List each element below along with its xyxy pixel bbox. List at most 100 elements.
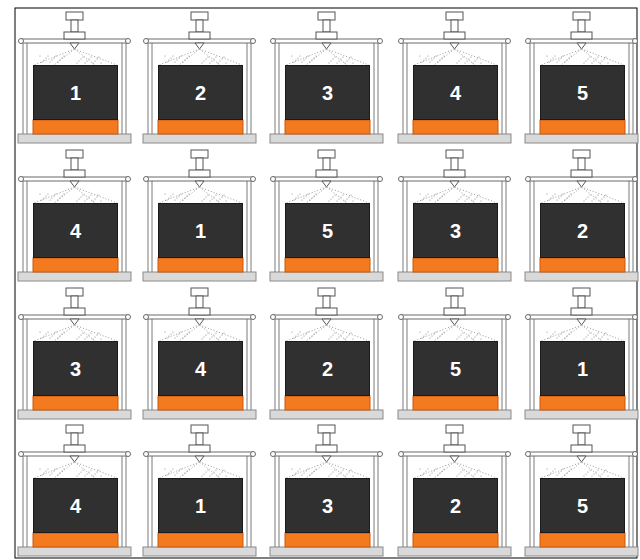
spray-droplet	[295, 335, 296, 336]
bar-end	[399, 315, 404, 320]
nozzle-cap	[66, 425, 83, 433]
spray-droplet	[45, 470, 46, 471]
spray-droplet	[478, 469, 479, 470]
spray-droplet	[556, 337, 557, 338]
spray-droplet	[41, 199, 42, 200]
nozzle-cap	[66, 288, 83, 296]
spray-droplet	[186, 333, 187, 334]
soil-box: 4	[33, 478, 118, 533]
spray-droplet	[57, 474, 58, 475]
spray-droplet	[328, 200, 329, 201]
frame-post	[251, 178, 252, 272]
spray-droplet	[203, 336, 204, 337]
frame-post	[23, 316, 24, 410]
nozzle-tip	[322, 43, 331, 49]
spray-droplet	[86, 336, 87, 337]
spray-droplet	[589, 332, 590, 333]
spray-droplet	[211, 473, 212, 474]
spray-droplet	[172, 55, 173, 56]
frame-post	[279, 178, 280, 272]
nozzle-block	[316, 32, 337, 39]
nozzle-block	[571, 170, 592, 177]
spray-droplet	[188, 193, 189, 194]
spray-droplet	[552, 195, 553, 196]
nozzle-cap	[318, 12, 335, 20]
spray-droplet	[184, 59, 185, 60]
spray-droplet	[425, 195, 426, 196]
spray-droplet	[421, 474, 422, 475]
orange-base	[158, 396, 243, 410]
spray-droplet	[92, 200, 93, 201]
spray-droplet	[460, 58, 461, 59]
spray-droplet	[458, 60, 459, 61]
nozzle-stem	[71, 433, 78, 445]
spray-droplet	[291, 468, 292, 469]
box-number: 1	[195, 496, 206, 516]
base-plate	[18, 547, 131, 556]
spray-droplet	[472, 475, 473, 476]
soil-box: 5	[540, 65, 625, 120]
nozzle-stem	[71, 158, 78, 170]
spray-droplet	[599, 475, 600, 476]
spray-droplet	[53, 195, 54, 196]
spray-droplet	[94, 473, 95, 474]
spray-droplet	[217, 475, 218, 476]
spray-droplet	[176, 472, 177, 473]
nozzle-cap	[446, 288, 463, 296]
spray-droplet	[55, 55, 56, 56]
spray-droplet	[462, 332, 463, 333]
spray-droplet	[466, 60, 467, 61]
spray-droplet	[476, 471, 477, 472]
spray-droplet	[43, 197, 44, 198]
spray-droplet	[188, 468, 189, 469]
spray-pattern	[414, 187, 497, 203]
spray-droplet	[299, 468, 300, 469]
spray-droplet	[164, 331, 165, 332]
spray-droplet	[587, 334, 588, 335]
nozzle-block	[316, 170, 337, 177]
spray-droplet	[217, 200, 218, 201]
frame-top-bar	[273, 39, 380, 43]
orange-base	[413, 396, 498, 410]
spray-droplet	[80, 471, 81, 472]
frame-top-bar	[401, 315, 508, 319]
spray-droplet	[203, 60, 204, 61]
base-plate	[525, 547, 638, 556]
spray-droplet	[47, 468, 48, 469]
spray-droplet	[564, 337, 565, 338]
spray-droplet	[207, 194, 208, 195]
spray-droplet	[607, 200, 608, 201]
spray-droplet	[303, 197, 304, 198]
spray-droplet	[223, 56, 224, 57]
spray-droplet	[346, 473, 347, 474]
spray-droplet	[468, 471, 469, 472]
frame-post	[374, 453, 375, 547]
spray-pattern	[414, 462, 497, 478]
spray-droplet	[338, 198, 339, 199]
spray-droplet	[164, 468, 165, 469]
box-number: 4	[70, 221, 81, 241]
frame-top-bar	[21, 39, 128, 43]
frame-post	[152, 316, 153, 410]
spray-droplet	[61, 57, 62, 58]
spray-droplet	[554, 468, 555, 469]
nozzle-tip	[450, 181, 459, 187]
spray-droplet	[174, 474, 175, 475]
spray-droplet	[340, 196, 341, 197]
spray-droplet	[205, 58, 206, 59]
spray-droplet	[94, 60, 95, 61]
spray-droplet	[182, 337, 183, 338]
sprinkler-apparatus	[18, 425, 131, 556]
spray-droplet	[61, 333, 62, 334]
spray-droplet	[435, 55, 436, 56]
spray-pattern	[541, 49, 624, 65]
spray-droplet	[309, 199, 310, 200]
spray-droplet	[78, 336, 79, 337]
spray-droplet	[76, 200, 77, 201]
spray-droplet	[554, 55, 555, 56]
spray-droplet	[299, 193, 300, 194]
spray-droplet	[88, 471, 89, 472]
spray-droplet	[176, 59, 177, 60]
spray-droplet	[301, 61, 302, 62]
bar-end	[126, 315, 131, 320]
